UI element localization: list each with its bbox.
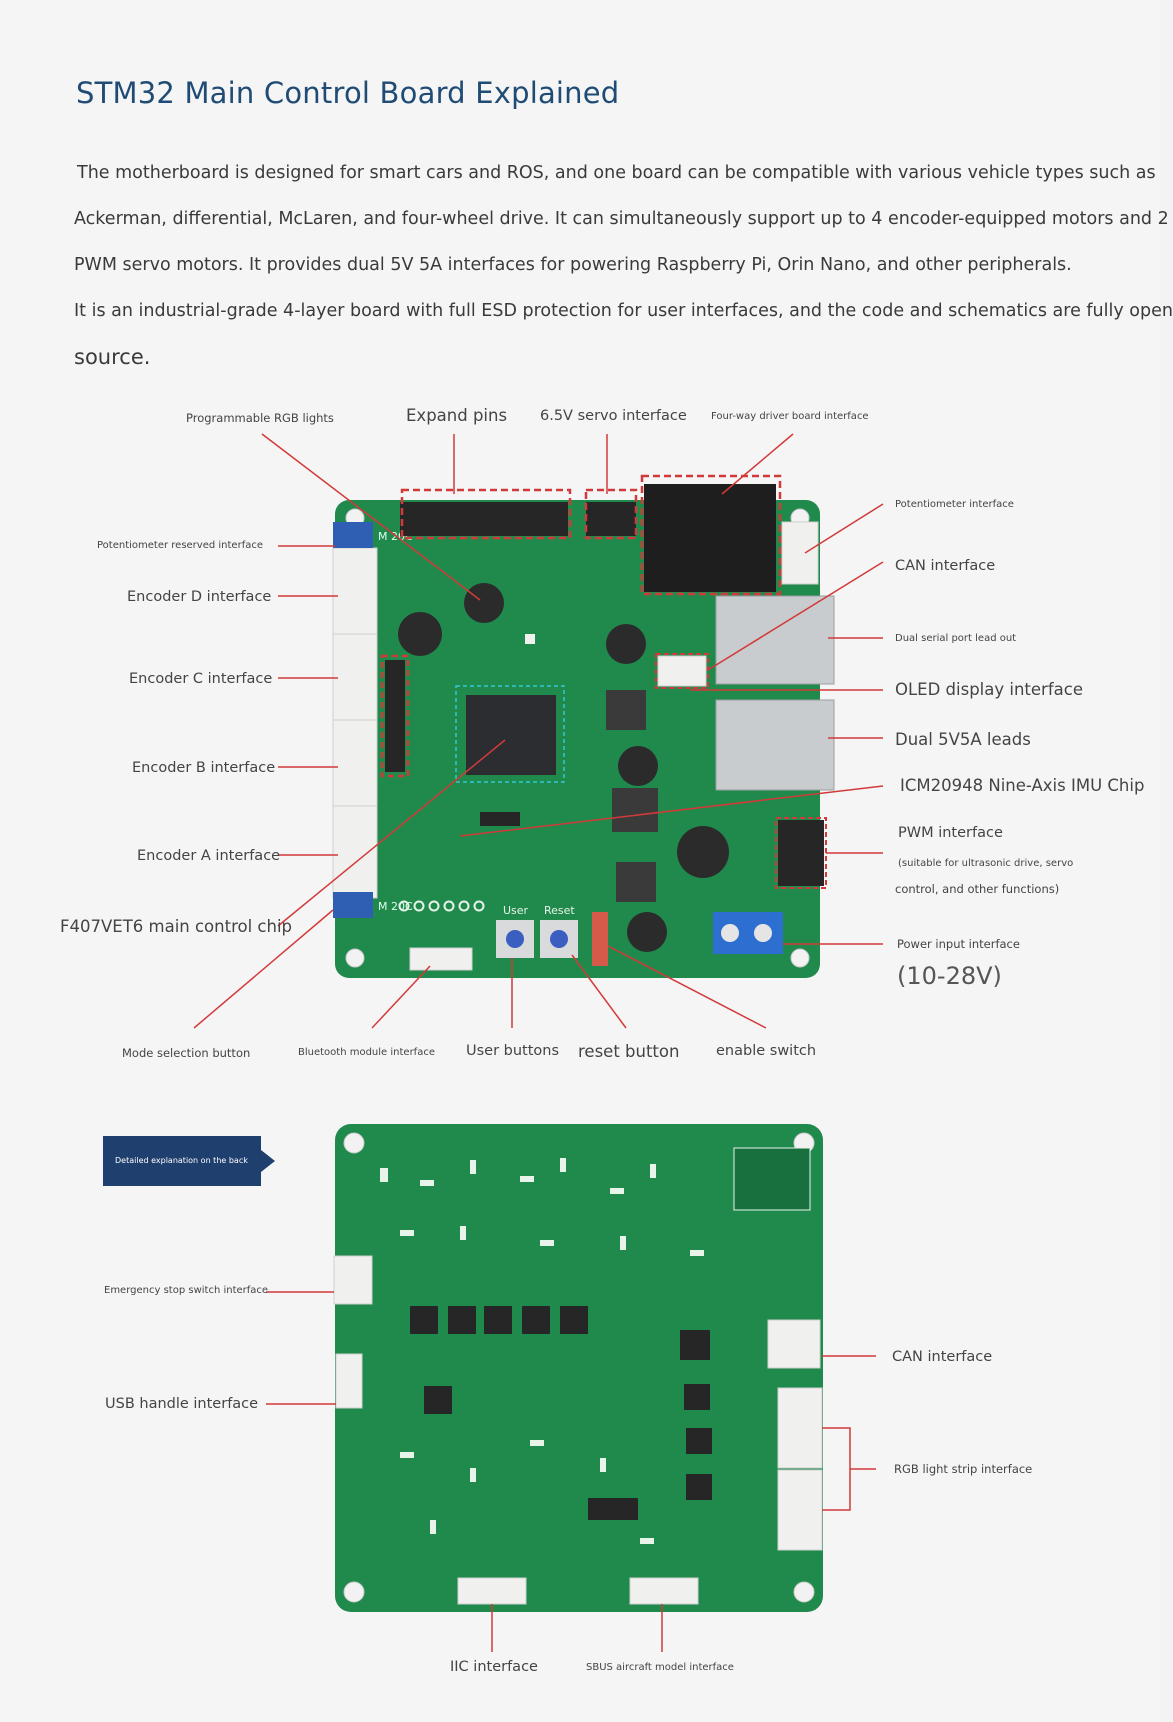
label-encoder-b: Encoder B interface bbox=[132, 760, 276, 776]
potentiometer bbox=[333, 892, 373, 918]
reset-button bbox=[550, 930, 568, 948]
label-user-buttons: User buttons bbox=[466, 1043, 560, 1059]
label-enable-switch: enable switch bbox=[716, 1043, 817, 1059]
potentiometer-connector bbox=[781, 521, 819, 585]
label-emergency-stop: Emergency stop switch interface bbox=[104, 1285, 269, 1296]
label-oled-interface: OLED display interface bbox=[895, 680, 1083, 699]
label-can-interface: CAN interface bbox=[895, 558, 996, 574]
intro-line: PWM servo motors. It provides dual 5V 5A… bbox=[74, 255, 1072, 275]
front-board: M 20C M 20C bbox=[332, 474, 835, 978]
intro-line: It is an industrial-grade 4-layer board … bbox=[74, 301, 1173, 321]
label-imu-chip: ICM20948 Nine-Axis IMU Chip bbox=[900, 776, 1145, 795]
label-servo-interface: 6.5V servo interface bbox=[540, 408, 687, 424]
label-usb-handle: USB handle interface bbox=[105, 1396, 259, 1412]
driver-board-header bbox=[644, 484, 776, 592]
label-driver-board-interface: Four-way driver board interface bbox=[711, 411, 869, 422]
label-rgb-strip-interface: RGB light strip interface bbox=[894, 1462, 1033, 1476]
label-pwm-note-1: (suitable for ultrasonic drive, servo bbox=[898, 858, 1074, 869]
intro-line: source. bbox=[74, 345, 151, 369]
label-bluetooth-interface: Bluetooth module interface bbox=[298, 1047, 435, 1058]
label-encoder-c: Encoder C interface bbox=[129, 671, 273, 687]
oled-connector bbox=[657, 655, 707, 687]
page-title: STM32 Main Control Board Explained bbox=[76, 76, 620, 110]
user-button bbox=[506, 930, 524, 948]
label-programmable-rgb: Programmable RGB lights bbox=[186, 411, 334, 425]
front-callouts bbox=[193, 433, 884, 1029]
intro-line: Ackerman, differential, McLaren, and fou… bbox=[74, 209, 1169, 229]
label-encoder-d: Encoder D interface bbox=[127, 589, 272, 605]
label-main-control-chip: F407VET6 main control chip bbox=[60, 917, 293, 936]
label-pwm-interface: PWM interface bbox=[898, 825, 1003, 841]
servo-header bbox=[586, 502, 636, 536]
label-expand-pins: Expand pins bbox=[406, 406, 508, 425]
silk-user: User bbox=[503, 904, 529, 917]
label-power-input: Power input interface bbox=[897, 937, 1020, 951]
expand-pins-header bbox=[400, 502, 568, 536]
intro-paragraph: The motherboard is designed for smart ca… bbox=[74, 150, 1173, 380]
label-potentiometer-reserved: Potentiometer reserved interface bbox=[97, 540, 263, 551]
enable-switch bbox=[592, 912, 608, 966]
label-encoder-a: Encoder A interface bbox=[137, 848, 281, 864]
intro-line: The motherboard is designed for smart ca… bbox=[77, 163, 1156, 183]
rgb-strip-connector bbox=[777, 1387, 823, 1469]
label-reset-button: reset button bbox=[578, 1042, 680, 1061]
label-dual-serial-port: Dual serial port lead out bbox=[895, 633, 1017, 644]
encoder-connectors bbox=[332, 547, 378, 899]
label-mode-selection-button: Mode selection button bbox=[122, 1046, 251, 1060]
back-callouts bbox=[266, 1291, 876, 1652]
label-potentiometer-interface: Potentiometer interface bbox=[895, 499, 1014, 510]
mount-hole bbox=[345, 948, 365, 968]
potentiometer bbox=[333, 522, 373, 548]
serial-port-connector bbox=[715, 595, 835, 685]
main-control-chip bbox=[466, 695, 556, 775]
rgb-strip-connector bbox=[777, 1469, 823, 1551]
back-explanation-tag: Detailed explanation on the back bbox=[103, 1136, 275, 1186]
label-sbus-interface: SBUS aircraft model interface bbox=[586, 1662, 734, 1673]
label-dual-5v5a-leads: Dual 5V5A leads bbox=[895, 730, 1031, 749]
sbus-connector bbox=[629, 1577, 699, 1605]
label-power-range: (10-28V) bbox=[897, 962, 1002, 990]
silk-reset: Reset bbox=[544, 904, 575, 917]
pwm-header bbox=[778, 820, 824, 886]
label-pwm-note-2: control, and other functions) bbox=[895, 882, 1060, 896]
emergency-stop-connector bbox=[333, 1255, 373, 1305]
label-back-can-interface: CAN interface bbox=[892, 1349, 993, 1365]
mount-hole bbox=[790, 948, 810, 968]
iic-connector bbox=[457, 1577, 527, 1605]
label-iic-interface: IIC interface bbox=[450, 1659, 538, 1675]
usb-handle-connector bbox=[335, 1353, 363, 1409]
back-board bbox=[333, 1124, 823, 1612]
power-5v5a-connector bbox=[715, 699, 835, 791]
can-connector bbox=[767, 1319, 821, 1369]
